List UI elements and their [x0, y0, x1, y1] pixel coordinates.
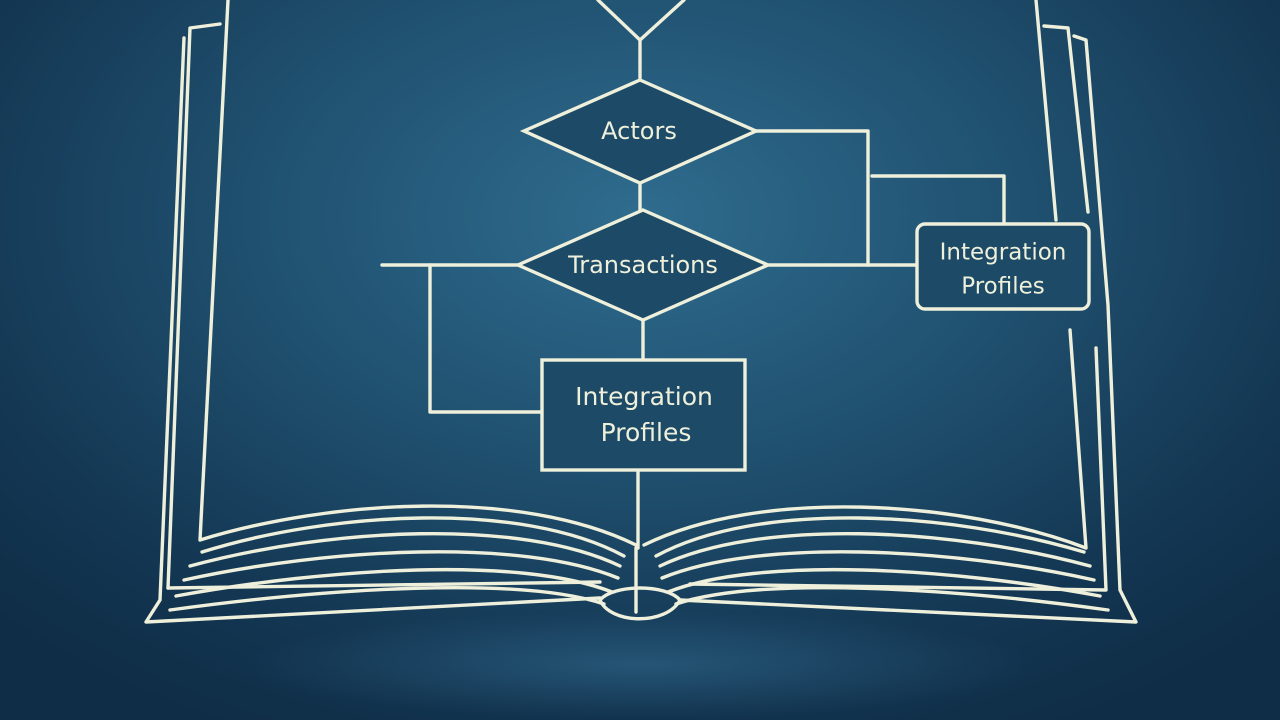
connector-actors-right: [754, 129, 870, 267]
connector-left-loop: [428, 263, 544, 414]
book-page-line: [188, 531, 622, 568]
top-chevron: [596, 0, 686, 42]
book-page-line: [654, 516, 1086, 558]
book-left-cover-1: [166, 22, 222, 590]
floor-glow: [240, 610, 1040, 720]
book-right-cover-1: [1042, 24, 1090, 214]
transactions-label: Transactions: [567, 251, 718, 279]
book-right-page-lower: [642, 328, 1088, 550]
book-right-page: [1034, 0, 1058, 222]
book-left-cover-2: [144, 36, 602, 624]
profiles-center-label-line2: Profiles: [601, 418, 692, 447]
actors-diamond: [519, 78, 761, 185]
profiles-center-label-line1: Integration: [575, 382, 713, 411]
profiles-center-rect: [540, 358, 747, 472]
profiles-right-rect: [915, 222, 1091, 311]
actors-label: Actors: [601, 117, 677, 145]
profiles-right-label-line2: Profiles: [961, 274, 1045, 300]
book-page-line: [660, 550, 1096, 582]
node-integration-profiles-right[interactable]: Integration Profiles: [915, 222, 1091, 311]
book-page-line: [182, 550, 620, 582]
node-transactions[interactable]: Transactions: [513, 208, 773, 322]
book-page-line: [666, 567, 1102, 598]
connector-branch-to-profiles: [870, 174, 1006, 224]
book-page-line: [674, 585, 1110, 612]
profiles-right-label-line1: Integration: [940, 240, 1067, 266]
book-page-line: [174, 567, 614, 598]
book-left-page: [198, 0, 638, 547]
book-page-line: [658, 531, 1092, 568]
book-page-line: [168, 585, 606, 612]
book-right-cover-2: [678, 34, 1138, 624]
transactions-diamond: [513, 208, 773, 322]
connectors: [380, 0, 1006, 550]
book-spine-bottom: [598, 586, 682, 621]
open-book-illustration: [144, 0, 1138, 624]
node-integration-profiles-center[interactable]: Integration Profiles: [540, 358, 747, 472]
node-actors[interactable]: Actors: [519, 78, 761, 185]
book-page-line: [200, 516, 626, 558]
